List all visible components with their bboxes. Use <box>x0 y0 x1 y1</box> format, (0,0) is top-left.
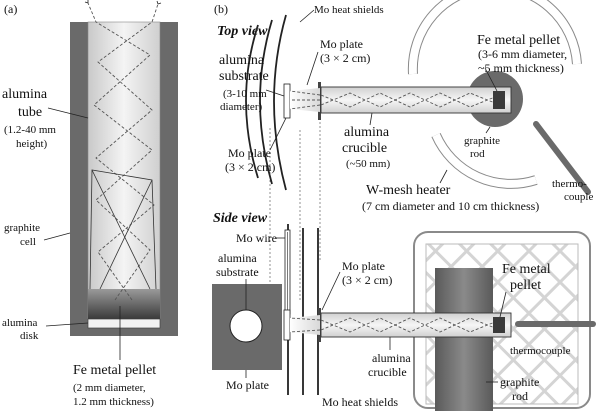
mo-heat-shields-top-label: Mo heat shields <box>314 4 384 16</box>
mo-plate-top-lower-label: Mo plate (3 × 2 cm) <box>225 146 275 174</box>
panel-a-label: (a) <box>4 2 17 16</box>
fe-pellet-top <box>493 91 505 109</box>
alignment-guides <box>269 118 321 300</box>
graphite-rod-side <box>435 268 493 411</box>
alumina-tube <box>87 21 161 320</box>
thermocouple-side-label: thermocouple <box>510 345 571 357</box>
alumina-disk <box>87 318 161 329</box>
alumina-crucible-side-label: alumina crucible <box>368 351 414 379</box>
w-mesh-heater-label: W-mesh heater (7 cm diameter and 10 cm t… <box>362 181 539 213</box>
light-rays-a <box>84 0 162 301</box>
alumina-crucible-side <box>320 312 512 338</box>
light-rays-side <box>289 317 321 333</box>
mo-plate-side-label: Mo plate <box>226 378 269 392</box>
fe-pellet-side <box>493 317 505 333</box>
fe-metal-pellet-a <box>88 289 160 319</box>
fe-pellet-a-label: Fe metal pellet (2 mm diameter, 1.2 mm t… <box>73 361 160 408</box>
mo-heat-shields-side-label: Mo heat shields <box>322 395 398 409</box>
fe-pellet-side-label: Fe metal pellet <box>502 262 554 293</box>
alumina-tube-size-label: (1.2-40 mm height) <box>4 124 59 150</box>
mo-heat-shields-side <box>287 224 319 395</box>
fe-pellet-top-label: Fe metal pellet (3-6 mm diameter, ~5 mm … <box>477 31 571 75</box>
graphite-cell-label: graphite cell <box>4 222 43 248</box>
mo-plate-top <box>283 83 291 119</box>
thermocouple-top <box>533 121 591 195</box>
light-fan-side <box>290 315 320 335</box>
mo-plate-top-label: Mo plate (3 × 2 cm) <box>320 37 370 65</box>
alumina-substrate-side <box>229 309 263 343</box>
mo-plate-side <box>283 309 291 341</box>
alumina-tube-label: alumina tube <box>2 87 51 120</box>
w-mesh-heater-top <box>407 0 582 189</box>
side-view-title: Side view <box>213 211 268 226</box>
light-rays-top <box>289 90 321 110</box>
crucible-rays-top <box>320 92 501 108</box>
top-view-title: Top view <box>217 24 268 39</box>
reflection-lines-a <box>89 169 157 290</box>
alumina-crucible-top-label: alumina crucible (~50 mm) <box>342 123 393 170</box>
graphite-cell <box>70 22 178 336</box>
panel-b-label: (b) <box>214 2 228 16</box>
mo-wire-label: Mo wire <box>236 231 277 245</box>
mo-plate-side-right-label: Mo plate (3 × 2 cm) <box>342 259 392 287</box>
alumina-crucible-top <box>320 86 512 114</box>
crucible-rays-side <box>320 317 501 333</box>
alumina-substrate-side-label: alumina substrate <box>216 251 260 279</box>
mo-heat-shields-top <box>245 14 287 191</box>
thermocouple-top-label: thermo- couple <box>552 178 593 203</box>
graphite-rod-top-label: graphite rod <box>464 135 503 160</box>
alumina-substrate-top-label: alumina substrate (3-10 mm diameter) <box>219 51 273 113</box>
alumina-disk-label: alumina disk <box>2 317 40 342</box>
graphite-rod-side-label: graphite rod <box>500 375 542 403</box>
